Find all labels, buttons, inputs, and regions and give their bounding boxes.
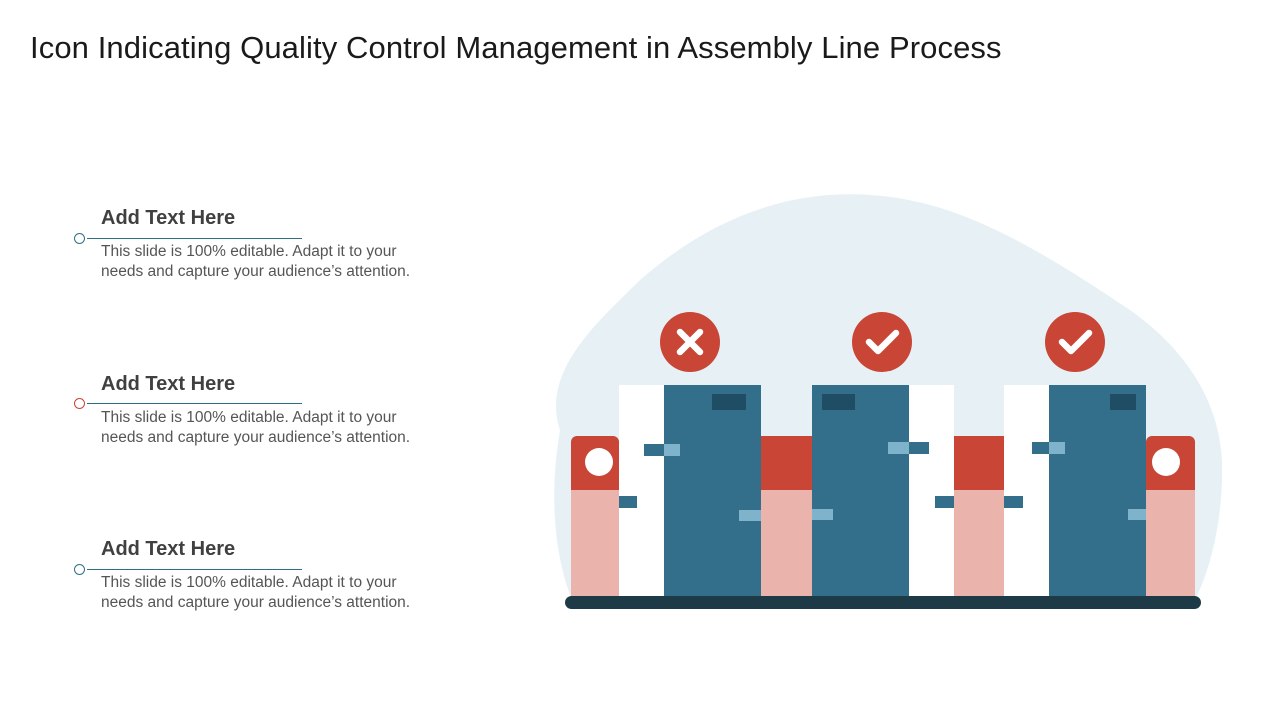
product-box-3 [1004,385,1146,596]
item-connector-line [87,403,302,404]
product-box-2 [812,385,954,596]
item-marker-dot [74,564,85,575]
assembly-line-illustration [554,194,1223,609]
side-block-middle-right [954,436,1004,596]
item-marker-dot [74,398,85,409]
item-body: This slide is 100% editable. Adapt it to… [101,243,411,280]
item-connector-line [87,238,302,239]
item-marker-dot [74,233,85,244]
side-block-right [1146,436,1195,596]
side-block-middle-left [761,436,812,596]
side-block-left [571,436,619,596]
page-title: Icon Indicating Quality Control Manageme… [30,30,1002,65]
checkmark-icon [852,312,912,372]
checkmark-icon [1045,312,1105,372]
item-body: This slide is 100% editable. Adapt it to… [101,574,411,611]
item-heading: Add Text Here [101,538,236,560]
item-heading: Add Text Here [101,207,236,229]
item-body: This slide is 100% editable. Adapt it to… [101,409,411,446]
item-connector-line [87,569,302,570]
product-box-1 [619,385,761,596]
item-heading: Add Text Here [101,373,236,395]
conveyor-belt [565,596,1201,609]
close-icon [660,312,720,372]
